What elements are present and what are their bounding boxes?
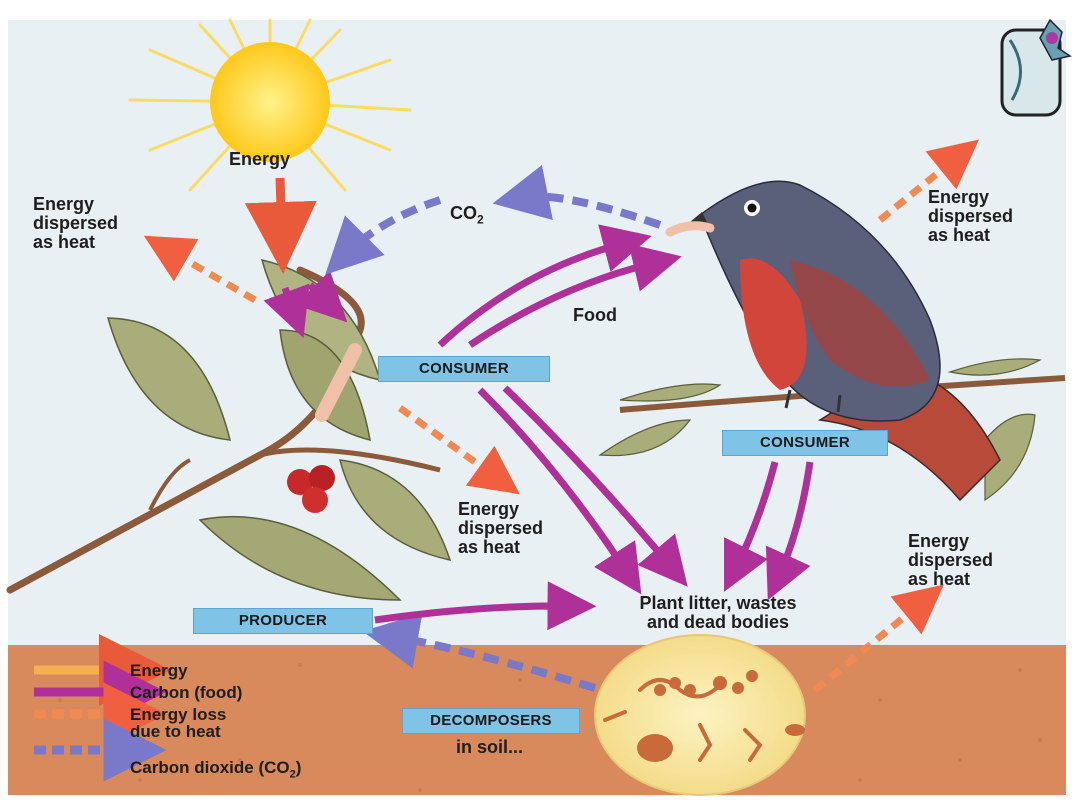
energy-arrow-sun-to-plant bbox=[244, 177, 317, 274]
heat-arrow-middle bbox=[397, 405, 520, 495]
legend-co2-label: Carbon dioxide (CO2) bbox=[130, 742, 301, 783]
carbon-arrow-leaf-1 bbox=[263, 283, 310, 338]
carbon-arrow-leaf-2 bbox=[295, 270, 348, 323]
legend-co2-text: Carbon dioxide (CO bbox=[130, 758, 290, 777]
legend-co2-sub: 2 bbox=[289, 768, 296, 781]
food-label: Food bbox=[573, 305, 617, 325]
heat-label-right-bottom: Energy dispersed as heat bbox=[908, 531, 994, 589]
litter-arrow-bird-1 bbox=[724, 461, 779, 592]
litter-label: Plant litter, wastes and dead bodies bbox=[639, 593, 797, 632]
co2-arrow-soil-to-producer bbox=[362, 613, 597, 692]
legend-heat-label: Energy loss due to heat bbox=[130, 705, 227, 741]
co2-label-sub: 2 bbox=[477, 212, 484, 227]
litter-arrow-1 bbox=[477, 387, 642, 595]
legend-swatches bbox=[34, 634, 171, 782]
heat-arrow-right-bottom bbox=[812, 584, 944, 693]
decomposers-box: DECOMPOSERS bbox=[402, 708, 580, 734]
food-arrow-1 bbox=[437, 224, 652, 348]
co2-arrow-bird-to-plant bbox=[492, 165, 662, 229]
bird-consumer bbox=[665, 180, 1001, 502]
heat-label-middle: Energy dispersed as heat bbox=[458, 499, 544, 557]
consumer-box-bird: CONSUMER bbox=[722, 430, 888, 456]
heat-label-right-top: Energy dispersed as heat bbox=[928, 187, 1014, 245]
producer-box: PRODUCER bbox=[193, 608, 373, 634]
heat-label-left: Energy dispersed as heat bbox=[33, 194, 119, 252]
sun-icon bbox=[128, 18, 412, 192]
consumer-box-caterpillar: CONSUMER bbox=[378, 356, 550, 382]
food-arrow-2 bbox=[468, 243, 682, 348]
legend-co2-tail: ) bbox=[295, 758, 302, 777]
heat-arrow-right-top bbox=[877, 139, 980, 223]
legend-carbon-label: Carbon (food) bbox=[130, 683, 243, 702]
heat-arrow-left bbox=[143, 235, 257, 304]
litter-arrow-bird-2 bbox=[765, 461, 814, 601]
sun-energy-label: Energy bbox=[229, 149, 291, 169]
legend-energy-label: Energy bbox=[130, 661, 188, 680]
in-soil-label: in soil... bbox=[456, 737, 524, 757]
co2-label: CO2 bbox=[450, 185, 484, 230]
decomposer-circle bbox=[594, 634, 806, 796]
producer-to-litter-arrow bbox=[374, 581, 597, 631]
co2-arrow-to-plant bbox=[325, 196, 442, 275]
holly-ornament-icon bbox=[1000, 18, 1072, 117]
co2-label-text: CO bbox=[450, 203, 477, 223]
litter-arrow-2 bbox=[502, 385, 688, 587]
